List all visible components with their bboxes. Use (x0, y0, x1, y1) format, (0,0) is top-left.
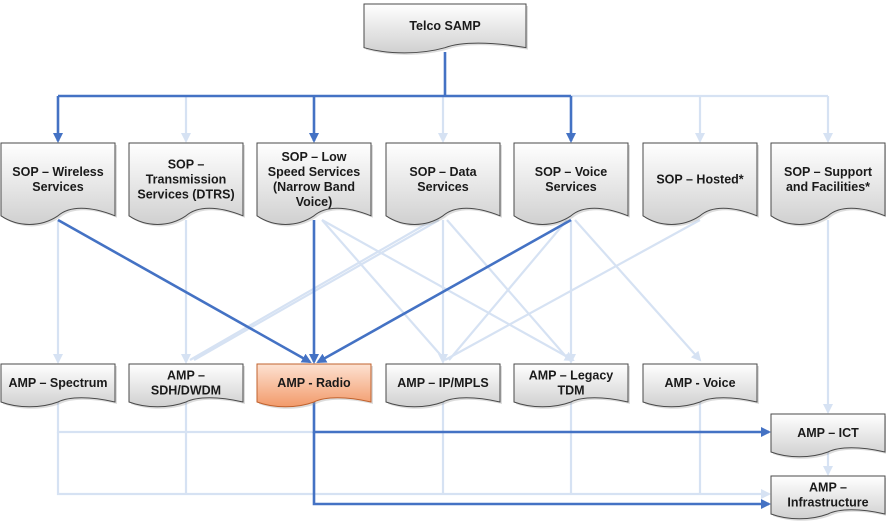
sop-box-data-label-line: Services (417, 180, 468, 194)
sop-hosted-to-ipmpls (444, 219, 701, 361)
amp-box-sdh[interactable]: AMP –SDH/DWDM (128, 363, 245, 409)
amp-box-sdh-label-line: AMP – (167, 369, 205, 383)
sop-box-voice-shape (513, 142, 629, 225)
sop-box-wireless-label-line: Services (32, 180, 83, 194)
amp-box-ipmpls[interactable]: AMP – IP/MPLS (385, 363, 502, 409)
amp-box-sdh-shape (128, 363, 244, 408)
amp-box-radio-label-line: AMP - Radio (277, 376, 351, 390)
sop-voice-to-radio (316, 218, 572, 364)
sop-box-lowspeed-label-line: Speed Services (268, 165, 360, 179)
sop-box-data-shape (385, 142, 501, 225)
sop-box-lowspeed-label-line: SOP – Low (281, 150, 346, 164)
sop-box-transmission-label-line: Transmission (146, 172, 227, 186)
amp-box-infra-label-line: Infrastructure (787, 496, 868, 510)
amp-box-sdh-label-line: SDH/DWDM (151, 384, 221, 398)
amp-box-legacy-label-line: TDM (557, 384, 584, 398)
sop-box-transmission-label-line: SOP – (168, 157, 205, 171)
strong-connectors (53, 52, 771, 509)
sop-box-support-label-line: and Facilities* (786, 180, 870, 194)
sop-box-lowspeed-label-line: (Narrow Band (273, 180, 355, 194)
sop-box-data-label-line: SOP – Data (409, 165, 477, 179)
sop-wireless-to-radio (57, 218, 312, 364)
amp-box-ampvoice[interactable]: AMP - Voice (642, 363, 759, 409)
sop-data-to-sdh (193, 219, 440, 361)
sop-transmission-to-sdh-diag (189, 219, 434, 361)
amp-to-infra-bus-light (56, 432, 771, 499)
root-box-telco-samp-shape (363, 3, 527, 54)
sop-box-hosted[interactable]: SOP – Hosted* (642, 142, 759, 227)
amp-box-infra-shape (770, 475, 886, 520)
sop-voice-to-ampvoice (574, 219, 702, 362)
amp-box-ipmpls-shape (385, 363, 501, 408)
amp-box-ampvoice-label-line: AMP - Voice (664, 376, 735, 390)
amp-box-legacy-shape (513, 363, 629, 408)
sop-box-wireless-shape (0, 142, 116, 225)
sop-box-hosted-label-line: SOP – Hosted* (656, 172, 743, 186)
amp-box-infra[interactable]: AMP –Infrastructure (770, 475, 886, 521)
amp-box-legacy-label-line: AMP – Legacy (529, 369, 614, 383)
amp-box-ampvoice-shape (642, 363, 758, 408)
amp-box-spectrum[interactable]: AMP – Spectrum (0, 363, 117, 409)
sop-box-voice-label-line: Services (545, 180, 596, 194)
sop-box-transmission-label-line: Services (DTRS) (137, 187, 234, 201)
amp-box-ict-label-line: AMP – ICT (797, 426, 859, 440)
amp-box-ict[interactable]: AMP – ICT (770, 413, 886, 459)
sop-lowspeed-to-ipmpls (321, 219, 446, 361)
sop-box-lowspeed-shape (256, 142, 372, 225)
amp-box-radio-shape (256, 363, 372, 408)
sop-box-voice-label-line: SOP – Voice (535, 165, 608, 179)
amp-box-ict-shape (770, 413, 886, 458)
root-box-telco-samp-label-line: Telco SAMP (409, 19, 480, 33)
sop-box-hosted-shape (642, 142, 758, 225)
sop-box-transmission-shape (128, 142, 244, 225)
amp-box-ipmpls-label-line: AMP – IP/MPLS (397, 376, 488, 390)
amp-box-radio[interactable]: AMP - Radio (256, 363, 373, 409)
amp-box-spectrum-shape (0, 363, 116, 408)
light-connectors (53, 94, 833, 499)
sop-box-lowspeed-label-line: Voice) (296, 195, 333, 209)
sop-box-support-label-line: SOP – Support (784, 165, 873, 179)
root-box-telco-samp[interactable]: Telco SAMP (363, 3, 528, 55)
sop-voice-to-ipmpls (448, 219, 568, 361)
sop-box-support-shape (770, 142, 886, 225)
amp-box-spectrum-label-line: AMP – Spectrum (8, 376, 107, 390)
radio-to-infra (312, 432, 771, 509)
sop-box-wireless-label-line: SOP – Wireless (12, 165, 103, 179)
amp-box-infra-label-line: AMP – (809, 481, 847, 495)
